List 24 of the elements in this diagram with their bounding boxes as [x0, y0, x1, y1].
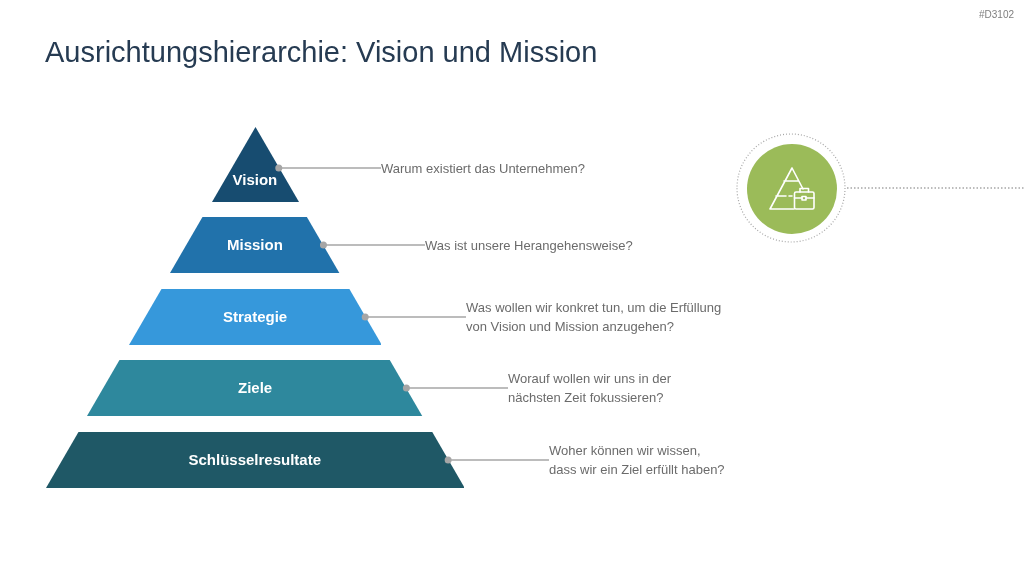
slide-title: Ausrichtungshierarchie: Vision und Mission	[45, 35, 598, 70]
tier-label: Ziele	[238, 379, 273, 397]
leader-line	[402, 384, 509, 392]
slide-code: #D3102	[978, 9, 1014, 20]
pyramid-tier	[211, 127, 299, 202]
question-text: Woher können wir wissen, dass wir ein Ziel erfüllt haben?	[549, 441, 728, 479]
tier-label: Mission	[227, 236, 283, 254]
leader-line	[444, 456, 550, 464]
circle-badge	[736, 133, 846, 243]
leader-line	[361, 313, 467, 321]
pyramid-tier	[128, 289, 382, 345]
pyramid-tier	[45, 432, 465, 488]
question-text: Was ist unsere Herangehensweise?	[425, 235, 633, 255]
question-text: Was wollen wir konkret tun, um die Erfüllung von Vision und Mission anzugehen?	[466, 298, 734, 336]
leader-line	[319, 241, 426, 249]
pyramid-tier	[170, 217, 340, 273]
tier-label: Schlüsselresultate	[188, 451, 322, 469]
leader-line	[275, 164, 382, 172]
question-text: Worauf wollen wir uns in der nächsten Zeit fokussieren?	[508, 369, 708, 407]
tier-label: Vision	[232, 171, 278, 189]
question-text: Warum existiert das Unternehmen?	[381, 158, 585, 178]
pyramid-tier	[87, 360, 423, 416]
dotted-line	[846, 187, 1024, 189]
tier-label: Strategie	[223, 308, 288, 326]
